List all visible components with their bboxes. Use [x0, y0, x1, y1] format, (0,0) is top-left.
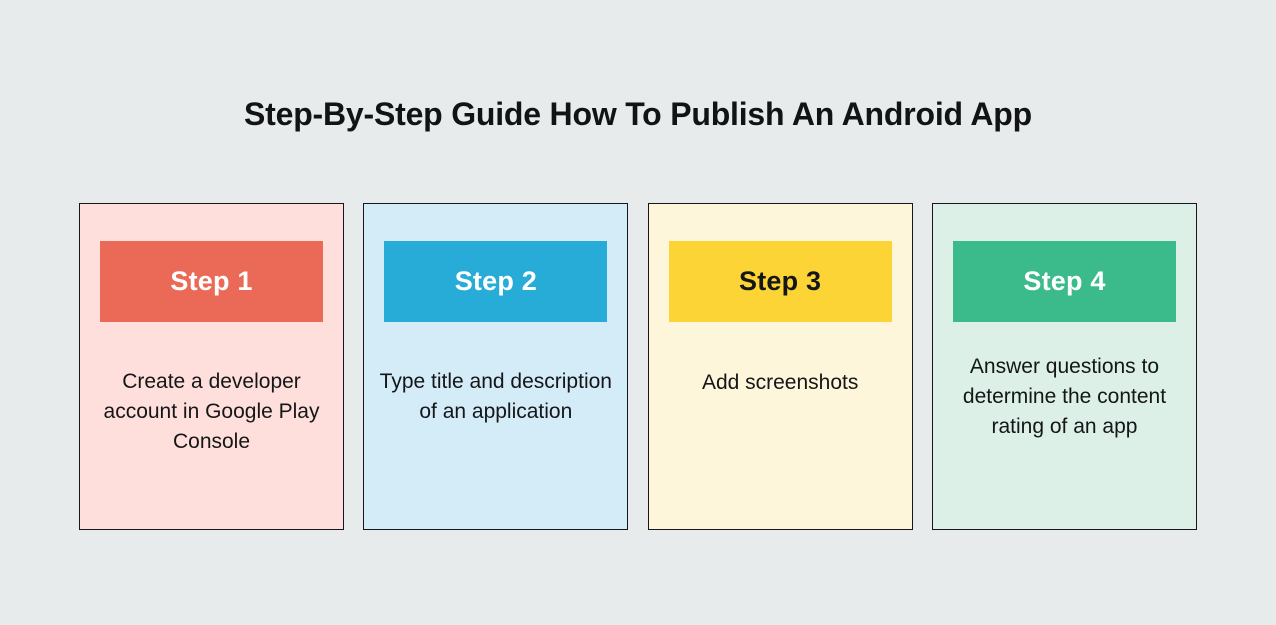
step-card-text-1: Create a developer account in Google Pla… — [103, 370, 320, 453]
step-badge-1: Step 1 — [100, 241, 323, 322]
step-card-text-2: Type title and description of an applica… — [379, 370, 612, 423]
step-card-body-1: Create a developer account in Google Pla… — [80, 322, 343, 529]
step-badge-3: Step 3 — [668, 241, 892, 322]
step-badge-4: Step 4 — [952, 241, 1176, 322]
step-card-3: Step 3 Add screenshots — [647, 203, 913, 530]
step-badge-label-4: Step 4 — [1023, 266, 1106, 296]
step-card-text-4: Answer questions to determine the conten… — [962, 355, 1167, 438]
step-badge-2: Step 2 — [384, 241, 608, 322]
step-card-1: Step 1 Create a developer account in Goo… — [79, 203, 344, 530]
page-title: Step-By-Step Guide How To Publish An And… — [244, 96, 1032, 132]
steps-card-row: Step 1 Create a developer account in Goo… — [79, 203, 1197, 530]
step-card-text-3: Add screenshots — [701, 371, 859, 394]
step-card-body-2: Type title and description of an applica… — [364, 322, 627, 529]
step-card-2: Step 2 Type title and description of an … — [363, 203, 629, 530]
step-card-4: Step 4 Answer questions to determine the… — [931, 203, 1197, 530]
step-badge-label-1: Step 1 — [170, 266, 253, 296]
step-badge-label-3: Step 3 — [739, 266, 822, 296]
step-card-body-3: Add screenshots — [649, 322, 912, 529]
step-card-body-4: Answer questions to determine the conten… — [933, 322, 1196, 529]
step-badge-label-2: Step 2 — [454, 266, 537, 296]
